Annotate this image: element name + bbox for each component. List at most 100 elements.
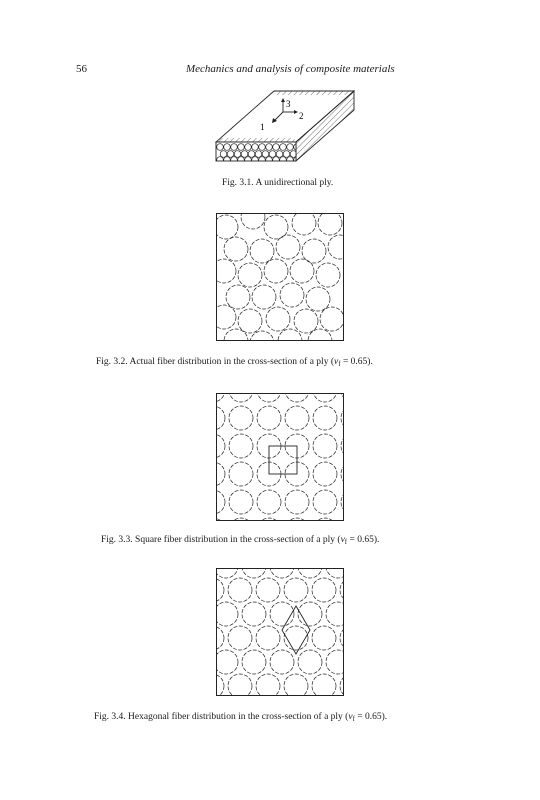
fiber-circle — [237, 143, 245, 151]
fiber-circle — [244, 156, 252, 161]
fiber-circle — [216, 214, 239, 240]
fiber-circle — [228, 433, 254, 459]
fiber-circle — [216, 626, 225, 650]
fiber-circle — [249, 330, 275, 341]
figure-3-1-ply-drawing: 3 2 1 — [210, 88, 360, 166]
fiber-circle — [219, 150, 228, 158]
fiber-circle — [311, 577, 337, 603]
fiber-circle — [289, 258, 315, 284]
fiber-circle — [227, 625, 253, 651]
axis-label-1: 1 — [260, 122, 265, 132]
fiber-circle — [255, 673, 281, 696]
fiber-circle — [257, 393, 281, 403]
running-title: Mechanics and analysis of composite mate… — [186, 63, 395, 75]
fiber-circle — [244, 143, 252, 151]
fiber-circle — [228, 489, 254, 515]
figure-3-4-caption: Fig. 3.4. Hexagonal fiber distribution i… — [94, 712, 388, 723]
figure-3-1-caption: Fig. 3.1. A unidirectional ply. — [222, 178, 334, 188]
fiber-circle — [263, 214, 289, 240]
fiber-circle — [268, 150, 277, 158]
fiber-circle — [279, 282, 305, 308]
fiber-circle — [216, 304, 237, 330]
fiber-circle — [223, 236, 249, 262]
fiber-circle — [312, 433, 338, 459]
axis-label-2: 2 — [299, 111, 304, 121]
fiber-circle — [216, 601, 239, 627]
fiber-circle — [317, 213, 343, 236]
axis-label-3: 3 — [286, 99, 291, 109]
fiber-circle — [325, 649, 344, 675]
page-number: 56 — [76, 63, 87, 75]
fiber-circle — [279, 143, 287, 151]
fiber-circle — [232, 517, 250, 521]
fiber-circle — [305, 286, 331, 312]
fiber-circle — [291, 213, 317, 236]
fiber-circle — [269, 601, 295, 627]
fiber-circle — [241, 601, 267, 627]
fiber-circle — [297, 649, 323, 675]
fiber-circle — [256, 489, 282, 515]
fiber-circle — [279, 156, 287, 161]
fiber-circle — [237, 308, 263, 334]
fiber-circle — [216, 649, 239, 675]
fiber-circle — [327, 234, 344, 260]
fiber-circle — [311, 625, 337, 651]
fiber-circle — [247, 150, 256, 158]
fiber-circle — [297, 601, 323, 627]
fiber-circle — [216, 258, 237, 284]
fiber-circle — [216, 393, 225, 402]
fiber-circle — [223, 328, 249, 341]
fiber-circle — [240, 150, 249, 158]
fiber-circle — [288, 517, 306, 521]
figure-3-3-caption: Fig. 3.3. Square fiber distribution in t… — [101, 535, 380, 546]
fiber-circle — [283, 625, 309, 651]
fiber-circle — [216, 490, 226, 514]
fiber-circle — [223, 143, 231, 151]
fiber-circle — [258, 143, 266, 151]
figure-3-4-hexagonal-fibers — [216, 568, 346, 698]
fiber-circle — [286, 156, 294, 161]
fiber-circle — [240, 213, 266, 230]
fiber-circle — [228, 405, 254, 431]
fiber-circle — [230, 143, 238, 151]
fiber-circle — [260, 517, 278, 521]
fiber-circle — [312, 489, 338, 515]
figure-3-2-random-fibers — [216, 213, 346, 343]
fiber-circle — [319, 306, 344, 332]
fiber-circle — [225, 284, 251, 310]
fiber-circle — [254, 150, 263, 158]
fiber-circle — [229, 393, 253, 403]
fiber-circle — [289, 150, 296, 158]
fiber-circle — [237, 262, 263, 288]
fiber-circle — [325, 601, 344, 627]
fiber-circle — [325, 568, 344, 579]
fiber-circle — [251, 143, 259, 151]
fiber-circle — [249, 238, 275, 264]
fiber-circle — [216, 578, 225, 602]
fiber-circle — [216, 674, 225, 696]
fiber-circle — [251, 284, 277, 310]
fiber-circle — [216, 568, 239, 579]
fiber-circle — [275, 150, 284, 158]
fiber-circle — [275, 234, 301, 260]
fiber-circle — [272, 156, 280, 161]
fiber-circle — [284, 405, 310, 431]
fiber-circle — [315, 262, 341, 288]
fiber-circle — [301, 238, 327, 264]
fiber-circle — [241, 568, 267, 579]
fiber-circle — [216, 156, 224, 161]
fiber-circle — [256, 405, 282, 431]
figure-3-2-caption: Fig. 3.2. Actual fiber distribution in t… — [96, 357, 373, 368]
fiber-circle — [261, 150, 270, 158]
fiber-circle — [241, 649, 267, 675]
fiber-circle — [216, 434, 226, 458]
fiber-circle — [282, 150, 291, 158]
fiber-circle — [237, 156, 245, 161]
fiber-circle — [227, 577, 253, 603]
fiber-circle — [258, 156, 266, 161]
fiber-circle — [216, 462, 226, 486]
fiber-circle — [284, 489, 310, 515]
fiber-circle — [277, 328, 303, 341]
fiber-circle — [293, 143, 296, 151]
fiber-circle — [297, 568, 323, 579]
